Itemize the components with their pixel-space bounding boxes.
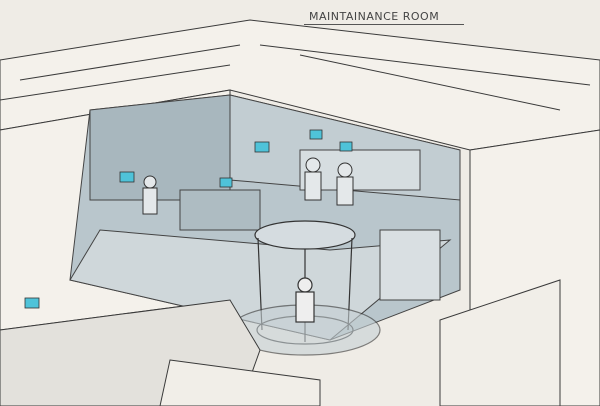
title-underline: [304, 24, 464, 25]
figures: [142, 157, 354, 215]
foreground-walls: [0, 279, 561, 406]
central-rig: [229, 220, 381, 356]
room-title-label: MAINTAINANCE ROOM: [309, 10, 440, 23]
